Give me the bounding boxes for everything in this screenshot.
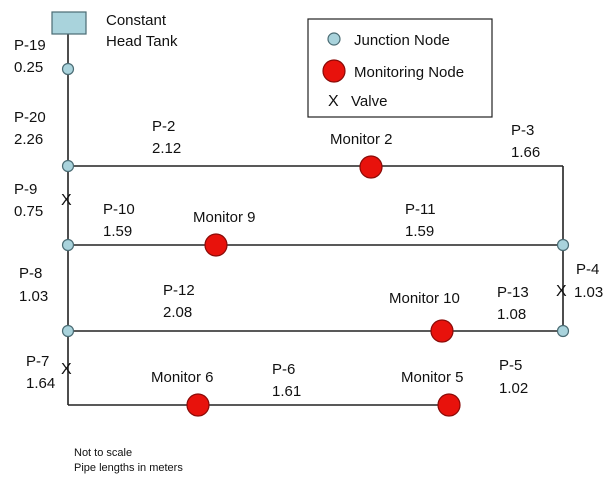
pipe-p9-name: P-9 xyxy=(14,181,37,198)
monitoring-node-5 xyxy=(437,393,461,417)
pipe-p6-name: P-6 xyxy=(272,361,295,378)
junction-nodes xyxy=(61,62,570,338)
pipe-p13-length: 1.08 xyxy=(497,306,526,323)
junction-node xyxy=(61,238,75,252)
pipe-p19-length: 0.25 xyxy=(14,59,43,76)
legend-junction-label: Junction Node xyxy=(354,32,450,49)
pipe-p2-name: P-2 xyxy=(152,118,175,135)
valve-symbol: X xyxy=(61,192,72,209)
pipe-p19-name: P-19 xyxy=(14,37,46,54)
pipe-p9-length: 0.75 xyxy=(14,203,43,220)
pipe-p2-length: 2.12 xyxy=(152,140,181,157)
pipe-p11-length: 1.59 xyxy=(405,223,434,240)
monitor-10-label: Monitor 10 xyxy=(389,290,460,307)
pipe-p10-name: P-10 xyxy=(103,201,135,218)
pipe-p8-length: 1.03 xyxy=(19,288,48,305)
pipe-p11-name: P-11 xyxy=(405,201,436,218)
pipe-p7-name: P-7 xyxy=(26,353,49,370)
pipe-p4-name: P-4 xyxy=(576,261,599,278)
monitor-5-label: Monitor 5 xyxy=(401,369,464,386)
valve-symbol: X xyxy=(61,361,72,378)
pipe-p5-name: P-5 xyxy=(499,357,522,374)
junction-node xyxy=(556,324,570,338)
legend-valve-label: Valve xyxy=(351,93,387,110)
monitoring-node-9 xyxy=(204,233,228,257)
legend: Junction Node Monitoring Node X Valve xyxy=(307,18,493,118)
legend-monitoring-icon xyxy=(322,59,346,83)
monitoring-node-10 xyxy=(430,319,454,343)
pipe-p7-length: 1.64 xyxy=(26,375,55,392)
legend-junction-icon xyxy=(327,32,341,46)
pipe-p20-length: 2.26 xyxy=(14,131,43,148)
note-scale: Not to scale xyxy=(74,447,132,459)
legend-valve-icon: X xyxy=(328,93,339,110)
junction-node xyxy=(61,159,75,173)
legend-monitoring-label: Monitoring Node xyxy=(354,64,464,81)
monitoring-node-2 xyxy=(359,155,383,179)
pipe-network xyxy=(67,32,564,406)
pipe-p5-length: 1.02 xyxy=(499,380,528,397)
monitoring-nodes xyxy=(186,155,461,417)
pipe-p8-name: P-8 xyxy=(19,265,42,282)
pipe-p12-length: 2.08 xyxy=(163,304,192,321)
junction-node xyxy=(61,324,75,338)
tank-label-line1: Constant xyxy=(106,12,167,29)
valve-symbol: X xyxy=(556,283,567,300)
pipe-p13-name: P-13 xyxy=(497,284,529,301)
pipe-p4-length: 1.03 xyxy=(574,284,603,301)
junction-node xyxy=(556,238,570,252)
junction-node xyxy=(61,62,75,76)
note-units: Pipe lengths in meters xyxy=(74,462,183,474)
monitoring-node-6 xyxy=(186,393,210,417)
pipe-p3-name: P-3 xyxy=(511,122,534,139)
tank-label-line2: Head Tank xyxy=(106,33,178,50)
monitor-2-label: Monitor 2 xyxy=(330,131,393,148)
pipe-p3-length: 1.66 xyxy=(511,144,540,161)
monitor-6-label: Monitor 6 xyxy=(151,369,214,386)
monitor-9-label: Monitor 9 xyxy=(193,209,256,226)
pipe-p12-name: P-12 xyxy=(163,282,195,299)
constant-head-tank-icon xyxy=(51,11,87,35)
pipe-p6-length: 1.61 xyxy=(272,383,301,400)
pipe-p20-name: P-20 xyxy=(14,109,46,126)
pipe-p10-length: 1.59 xyxy=(103,223,132,240)
